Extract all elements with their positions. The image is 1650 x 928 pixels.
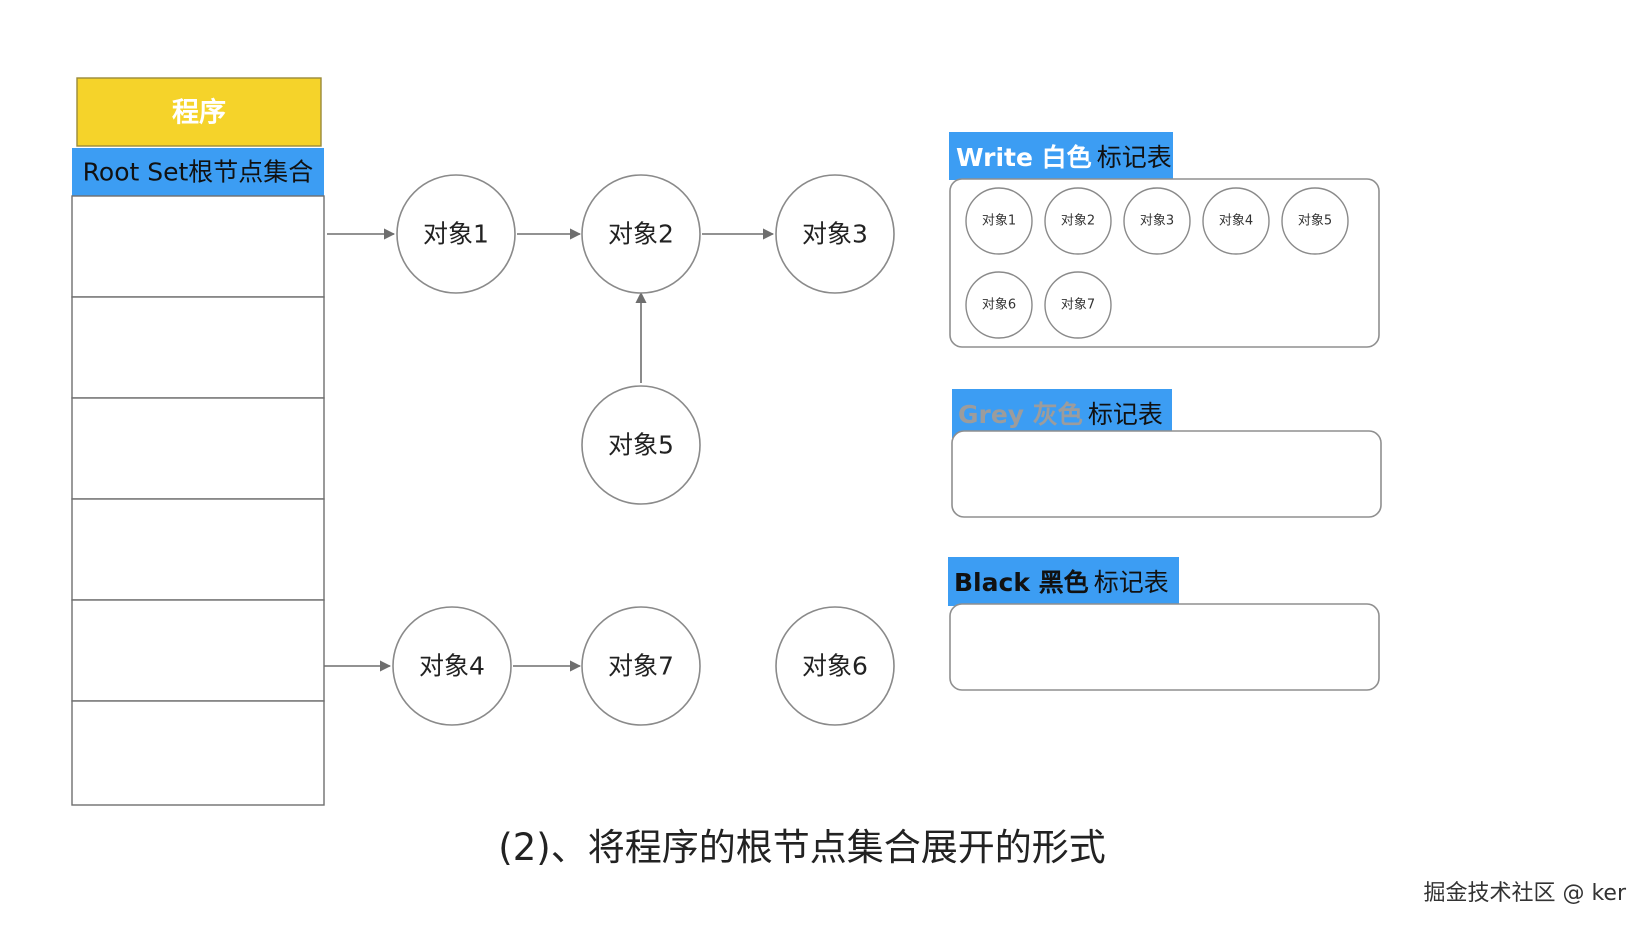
white-set-tag	[949, 132, 1173, 180]
node-obj3: 对象3	[775, 174, 895, 294]
diagram-caption: (2)、将程序的根节点集合展开的形式	[498, 826, 1105, 869]
white-set-item-label: 对象7	[1061, 298, 1095, 313]
root-slot-3	[71, 397, 325, 500]
node-obj2: 对象2	[581, 174, 701, 294]
white-set-item-circle	[1044, 271, 1112, 339]
white-set-item: 对象6	[965, 271, 1033, 339]
white-set-panel: Write 白色 标记表 对象1 对象2 对象3 对象4 对	[949, 132, 1380, 348]
root-slot-4	[71, 498, 325, 601]
white-set-item-label: 对象1	[982, 214, 1016, 229]
black-set-box	[949, 603, 1380, 691]
node-obj5: 对象5	[581, 385, 701, 505]
white-set-item-circle	[1202, 187, 1270, 255]
root-set-header	[72, 148, 324, 196]
white-set-item-circle	[1123, 187, 1191, 255]
white-set-item-circle	[965, 271, 1033, 339]
white-set-item-label: 对象6	[982, 298, 1016, 313]
root-set-slots	[71, 195, 325, 806]
node-obj7-circle	[581, 606, 701, 726]
node-obj2-label: 对象2	[608, 220, 674, 249]
grey-set-tag	[952, 389, 1172, 438]
white-set-title-rest: 标记表	[1097, 143, 1172, 172]
node-obj1: 对象1	[396, 174, 516, 294]
node-obj4-circle	[392, 606, 512, 726]
edges	[324, 228, 775, 672]
grey-set-title: Grey 灰色 标记表	[958, 400, 1163, 429]
node-obj4-label: 对象4	[419, 652, 485, 681]
node-obj3-label: 对象3	[802, 220, 868, 249]
watermark: 掘金技术社区 @ ker	[1423, 881, 1626, 906]
white-set-item: 对象1	[965, 187, 1033, 255]
white-set-item: 对象7	[1044, 271, 1112, 339]
white-set-item-circle	[1281, 187, 1349, 255]
program-label: 程序	[172, 97, 226, 129]
black-set-title: Black 黑色 标记表	[954, 568, 1169, 597]
grey-set-panel: Grey 灰色 标记表	[951, 389, 1382, 518]
white-set-item-label: 对象3	[1140, 214, 1174, 229]
white-set-title: Write 白色 标记表	[956, 143, 1172, 172]
root-slot-6	[71, 700, 325, 806]
grey-set-box	[951, 430, 1382, 518]
grey-set-title-rest: 标记表	[1088, 400, 1163, 429]
white-set-item-circle	[965, 187, 1033, 255]
white-set-item-label: 对象4	[1219, 214, 1253, 229]
white-set-title-strong: Write 白色	[956, 143, 1092, 172]
node-obj6-label: 对象6	[802, 652, 868, 681]
white-set-items: 对象1 对象2 对象3 对象4 对象5 对象6	[965, 187, 1349, 339]
root-slot-5	[71, 599, 325, 702]
node-obj6: 对象6	[775, 606, 895, 726]
grey-set-title-strong: Grey 灰色	[958, 400, 1083, 429]
white-set-item-circle	[1044, 187, 1112, 255]
node-obj3-circle	[775, 174, 895, 294]
black-set-title-rest: 标记表	[1094, 568, 1169, 597]
node-obj2-circle	[581, 174, 701, 294]
object-nodes: 对象1 对象2 对象3 对象5 对象4 对象7 对象6	[392, 174, 895, 726]
white-set-item: 对象2	[1044, 187, 1112, 255]
white-set-item: 对象4	[1202, 187, 1270, 255]
black-set-title-strong: Black 黑色	[954, 568, 1089, 597]
root-slot-1	[71, 195, 325, 298]
node-obj5-label: 对象5	[608, 431, 674, 460]
node-obj1-label: 对象1	[423, 220, 489, 249]
white-set-item: 对象3	[1123, 187, 1191, 255]
black-set-tag	[948, 557, 1179, 606]
node-obj5-circle	[581, 385, 701, 505]
node-obj1-circle	[396, 174, 516, 294]
node-obj7-label: 对象7	[608, 652, 674, 681]
white-set-item-label: 对象2	[1061, 214, 1095, 229]
root-slot-2	[71, 296, 325, 399]
black-set-panel: Black 黑色 标记表	[948, 557, 1380, 691]
node-obj6-circle	[775, 606, 895, 726]
program-header	[76, 77, 322, 147]
white-set-item-label: 对象5	[1298, 214, 1332, 229]
node-obj7: 对象7	[581, 606, 701, 726]
node-obj4: 对象4	[392, 606, 512, 726]
root-set-label: Root Set根节点集合	[83, 158, 314, 187]
white-set-item: 对象5	[1281, 187, 1349, 255]
